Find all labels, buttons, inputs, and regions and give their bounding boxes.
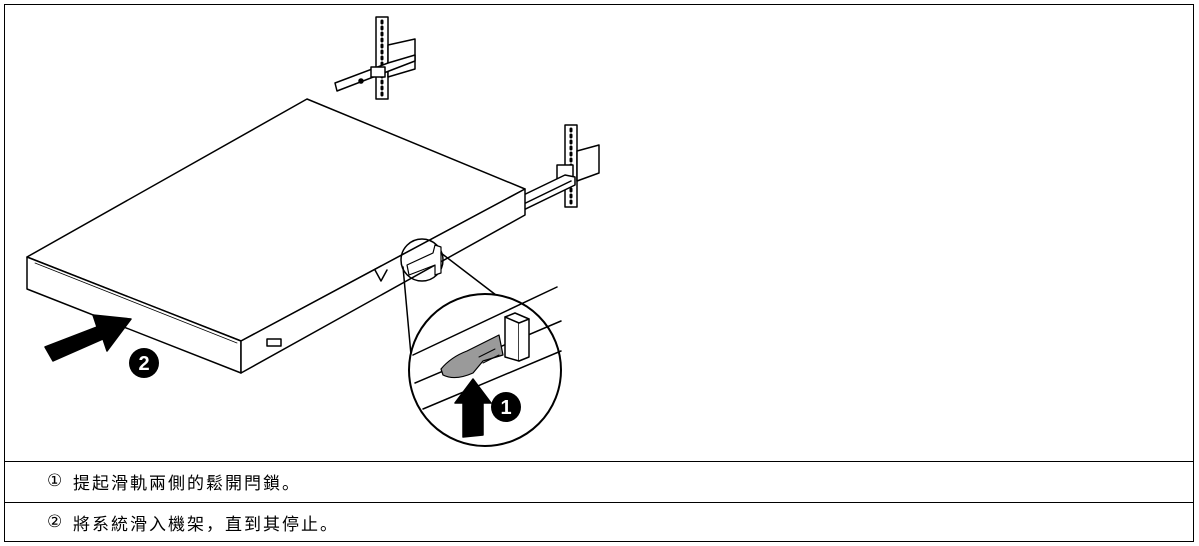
callout-2-label: 2 [138,353,149,375]
caption-step-1: ① 提起滑軌兩側的鬆開閂鎖。 [5,463,1193,499]
callout-badge-1: 1 [491,392,521,422]
figure-frame: 1 2 ① 提起滑軌兩側的鬆開閂鎖。 ② 將系統滑入機架，直到其停止。 [4,4,1194,542]
step-2-text: 將系統滑入機架，直到其停止。 [73,514,339,535]
step-1-text: 提起滑軌兩側的鬆開閂鎖。 [73,473,301,494]
step-1-marker: ① [47,470,63,491]
callout-1-label: 1 [500,397,511,419]
push-system-arrow [44,314,132,362]
caption-step-2: ② 將系統滑入機架，直到其停止。 [5,504,1193,540]
step-2-marker: ② [47,511,63,532]
caption-divider-middle [5,502,1193,503]
server-rail-illustration: 1 2 [26,16,600,447]
rear-left-rack-post [334,16,416,100]
lift-latch-arrow [454,378,492,438]
magnified-latch-view [408,286,562,447]
caption-divider-top [5,461,1193,462]
callout-badge-2: 2 [129,348,159,378]
server-chassis [26,98,526,374]
rear-right-rack-post [556,124,600,208]
